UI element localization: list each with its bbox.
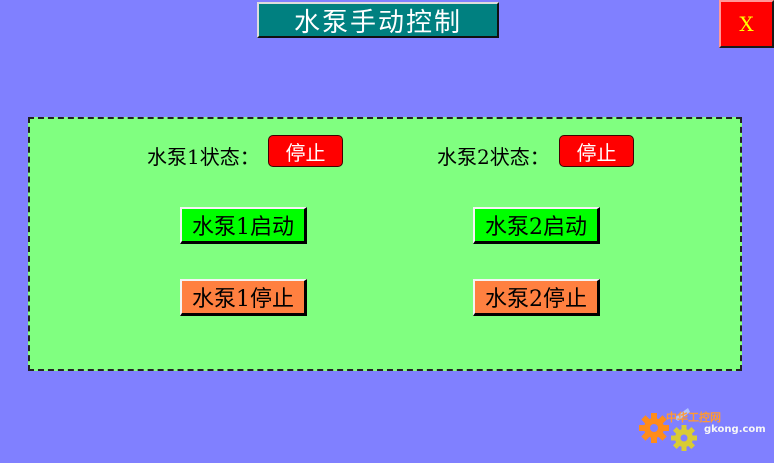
gear-icon <box>639 408 697 451</box>
pump1-status-label: 水泵1状态： <box>147 145 260 169</box>
pump1-status-badge: 停止 <box>268 135 343 167</box>
pump2-stop-button[interactable]: 水泵2停止 <box>473 279 600 316</box>
watermark-url: gkong.com <box>704 424 766 435</box>
watermark-site-name: 中华工控网 <box>666 411 721 424</box>
pump2-status-badge: 停止 <box>559 135 634 167</box>
control-panel: 水泵1状态： 停止 水泵2状态： 停止 水泵1启动 水泵1停止 水泵2启动 水泵… <box>28 117 742 371</box>
pump2-status-label: 水泵2状态： <box>437 145 550 169</box>
pump1-stop-button[interactable]: 水泵1停止 <box>180 279 307 316</box>
close-button[interactable]: X <box>719 0 774 48</box>
pump2-start-button[interactable]: 水泵2启动 <box>473 207 600 244</box>
pump1-start-button[interactable]: 水泵1启动 <box>180 207 307 244</box>
page-title: 水泵手动控制 <box>257 2 499 38</box>
